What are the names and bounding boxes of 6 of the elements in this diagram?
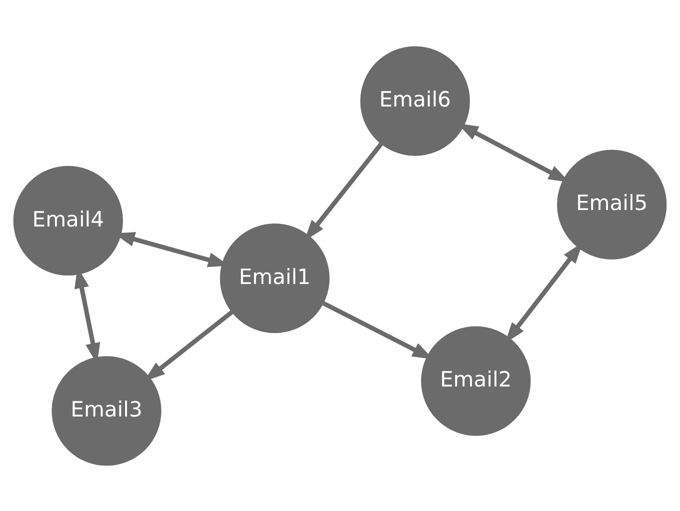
node-circle: Email1 <box>220 223 330 333</box>
node-circle: Email2 <box>421 326 531 436</box>
node-circle: Email6 <box>360 46 470 156</box>
node-circle: Email3 <box>52 356 162 466</box>
node-circle: Email4 <box>13 165 123 276</box>
node-circle: Email5 <box>557 149 667 259</box>
